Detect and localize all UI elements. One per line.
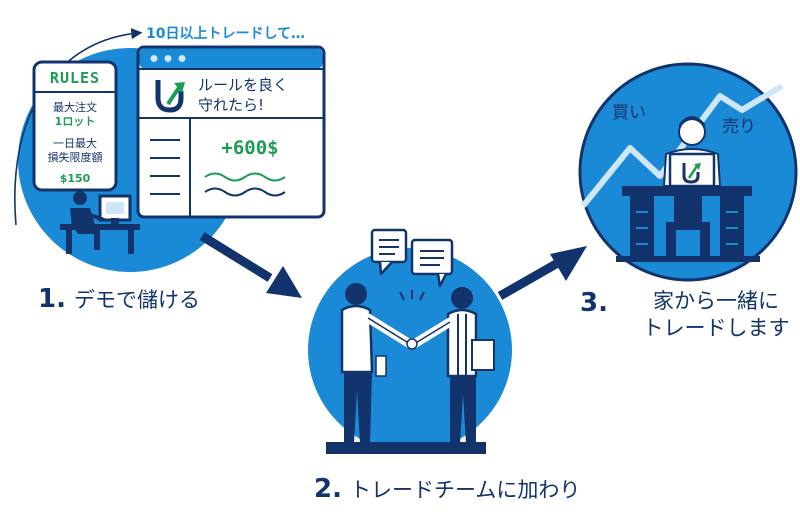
speech-bubble-2	[410, 238, 454, 288]
window-dot-2	[164, 55, 172, 62]
step3-text-line1: 家から一緒に	[653, 289, 779, 313]
rules-title: RULES	[50, 69, 100, 87]
rules-card: RULES 最大注文 1ロット 一日最大 損失限度額 $150	[32, 60, 118, 192]
rules-line3: 一日最大	[53, 136, 97, 150]
step3-number: 3.	[580, 288, 608, 318]
step1-text: デモで儲ける	[73, 288, 200, 312]
rules-line2: 1ロット	[55, 115, 96, 128]
businessman-right	[409, 287, 495, 444]
businessman-left	[340, 283, 415, 444]
step2-text: トレードチームに加わり	[349, 478, 581, 502]
wave-line-navy	[204, 187, 286, 197]
label-buy: 買い	[612, 103, 646, 123]
profit-value: +600$	[221, 137, 278, 159]
list-lines	[150, 139, 180, 195]
emphasis-ticks	[399, 290, 425, 301]
step3-illustration: 買い 売り	[578, 62, 798, 282]
ground-bar	[326, 442, 486, 454]
flow-arrow-1	[199, 232, 302, 298]
label-sell: 売り	[722, 117, 756, 137]
step2-illustration	[308, 228, 512, 454]
desk	[616, 186, 760, 262]
rules-line1: 最大注文	[53, 100, 97, 114]
browser-message-line2: 守れたら!	[198, 96, 264, 114]
flow-arrow-2	[497, 246, 587, 300]
speech-bubble-1	[370, 228, 408, 276]
brand-logo-icon	[155, 80, 185, 113]
browser-card: ルールを良く 守れたら! +600$	[136, 45, 326, 219]
step1-illustration: RULES 最大注文 1ロット 一日最大 損失限度額 $150 ルールを良く 守…	[14, 26, 326, 272]
browser-message-line1: ルールを良く	[198, 76, 288, 94]
top-note: 10日以上トレードして…	[146, 26, 305, 42]
rules-line5: $150	[60, 172, 91, 185]
home-trader	[662, 116, 722, 188]
trader-at-desk	[60, 191, 140, 254]
step3-text-line2: トレードします	[642, 316, 790, 340]
rules-line4: 損失限度額	[48, 150, 103, 164]
wave-line-green	[204, 172, 286, 182]
step1-caption: 1. デモで儲ける	[38, 286, 200, 313]
step2-caption: 2. トレードチームに加わり	[314, 476, 580, 503]
handshake	[406, 338, 418, 350]
step2-number: 2.	[314, 474, 342, 504]
step1-number: 1.	[38, 284, 66, 314]
window-dot-3	[178, 55, 186, 62]
window-dot-1	[150, 55, 158, 62]
